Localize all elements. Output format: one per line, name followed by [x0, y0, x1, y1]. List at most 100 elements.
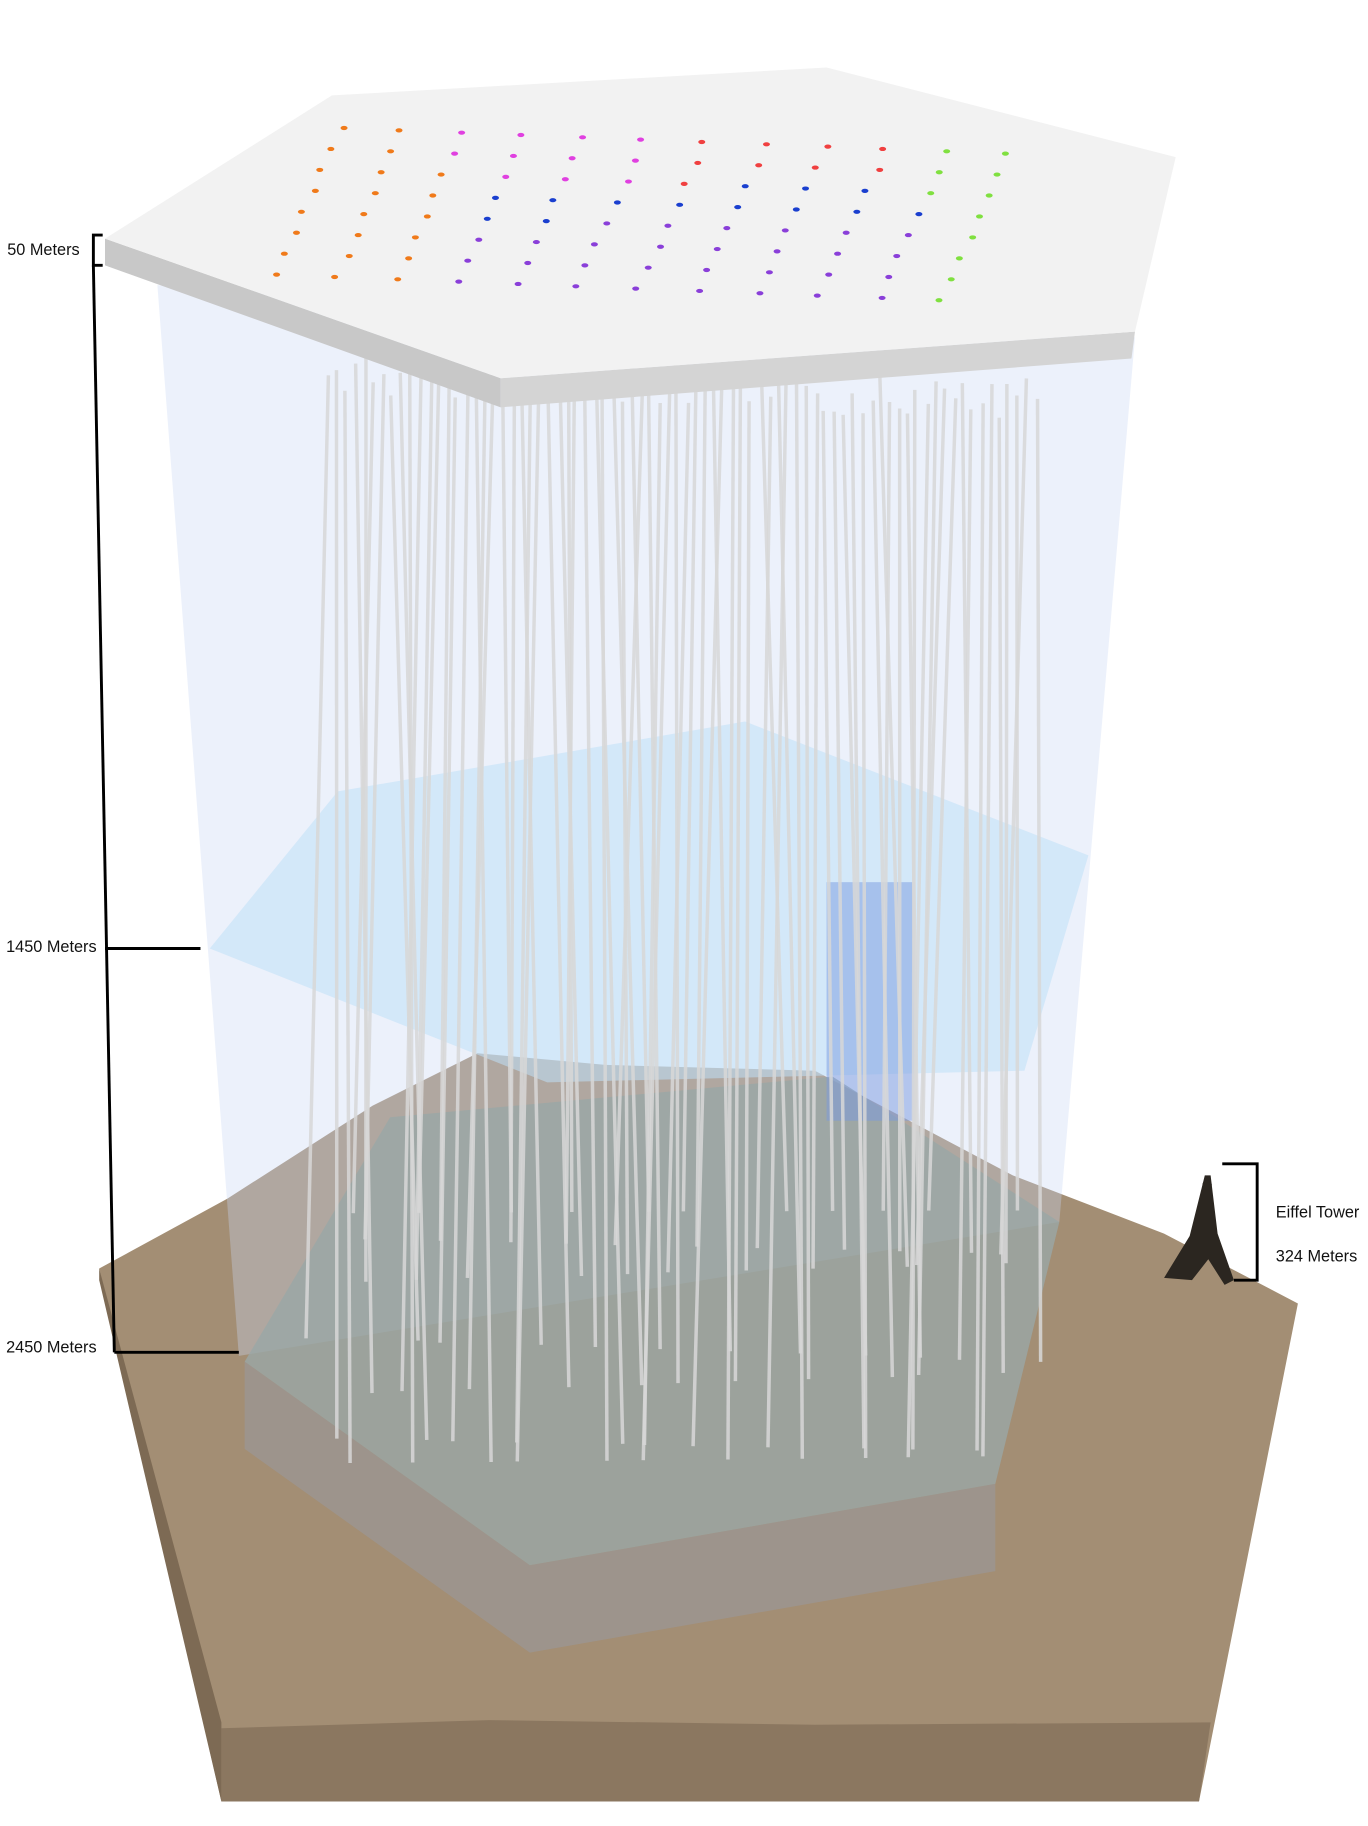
surface-station — [464, 258, 472, 263]
surface-station — [394, 277, 402, 282]
string — [398, 372, 429, 1441]
surface-station — [834, 251, 842, 256]
string — [881, 402, 892, 1211]
surface-station — [532, 239, 540, 245]
surface-station — [542, 219, 550, 224]
label-1450-meters: 1450 Meters — [6, 938, 97, 956]
string — [620, 401, 630, 1275]
surface-station — [590, 242, 598, 247]
surface-station — [792, 207, 800, 212]
surface-station — [327, 146, 335, 152]
surface-station — [451, 151, 459, 156]
surface-station — [680, 181, 688, 186]
string — [926, 398, 958, 1211]
string — [861, 413, 868, 1459]
surface-station — [811, 165, 819, 170]
surface-station — [475, 237, 483, 242]
surface-station — [455, 279, 463, 284]
surface-station — [572, 284, 580, 289]
surface-station — [579, 135, 587, 140]
string — [733, 387, 743, 1382]
surface-station — [741, 184, 749, 189]
string — [515, 392, 541, 1462]
surface-station — [632, 286, 640, 291]
string — [515, 377, 533, 1443]
string — [755, 396, 773, 1249]
surface-station — [549, 198, 557, 203]
string — [414, 374, 434, 1280]
surface-station — [893, 253, 901, 259]
surface-station — [976, 214, 983, 219]
surface-station — [756, 291, 764, 296]
string — [804, 385, 811, 1380]
surface-station — [676, 202, 684, 207]
surface-station — [696, 288, 704, 294]
surface-station — [955, 256, 963, 261]
string — [915, 388, 947, 1266]
string — [695, 367, 708, 1247]
surface-station — [969, 235, 977, 240]
icetop-surface — [105, 67, 1176, 408]
surface-station — [703, 267, 711, 273]
surface-station — [878, 295, 886, 301]
string — [871, 400, 895, 1378]
surface-station — [371, 191, 379, 196]
string — [451, 376, 470, 1442]
surface-station — [429, 193, 437, 198]
string — [594, 372, 625, 1444]
surface-station — [624, 179, 632, 184]
surface-station — [885, 274, 893, 280]
surface-station — [340, 125, 348, 131]
string — [641, 370, 672, 1461]
surface-station — [802, 186, 810, 191]
surface-station — [458, 130, 466, 135]
label-2450-meters: 2450 Meters — [6, 1338, 97, 1356]
string — [438, 370, 451, 1241]
surface-station — [723, 226, 731, 231]
string — [304, 375, 331, 1339]
surface-station — [813, 293, 821, 298]
string — [850, 393, 866, 1449]
string — [726, 369, 736, 1460]
string — [582, 377, 598, 1347]
label-50-meters: 50 Meters — [7, 241, 79, 259]
surface-station — [581, 263, 589, 268]
surface-station — [734, 205, 742, 210]
surface-station — [762, 142, 770, 147]
string — [999, 378, 1029, 1255]
surface-station — [637, 137, 645, 142]
surface-station — [561, 177, 569, 182]
string — [821, 410, 835, 1211]
surface-station — [773, 249, 781, 254]
surface-station — [316, 167, 324, 173]
surface-station — [755, 163, 763, 168]
surface-station — [360, 212, 368, 217]
label-eiffel-tower: Eiffel Tower — [1276, 1203, 1360, 1221]
surface-station — [879, 146, 887, 152]
surface-station — [824, 144, 832, 149]
surface-station — [861, 188, 869, 193]
string — [353, 363, 374, 1394]
surface-station — [437, 172, 445, 177]
string — [417, 368, 441, 1213]
string — [691, 372, 724, 1447]
string — [759, 382, 789, 1212]
string — [1015, 395, 1020, 1211]
string — [744, 401, 751, 1271]
string — [878, 374, 910, 1267]
string — [363, 374, 386, 1240]
surface-station — [993, 172, 1001, 177]
surface-station — [411, 235, 419, 240]
surface-station — [935, 170, 943, 175]
surface-station — [311, 188, 319, 193]
string — [629, 367, 651, 1212]
surface-station — [491, 195, 499, 200]
strings — [304, 354, 1043, 1464]
surface-station — [927, 191, 935, 196]
string — [666, 402, 691, 1273]
surface-station — [842, 230, 850, 235]
string — [981, 384, 994, 1457]
surface-station — [568, 156, 576, 161]
surface-station — [644, 265, 652, 270]
